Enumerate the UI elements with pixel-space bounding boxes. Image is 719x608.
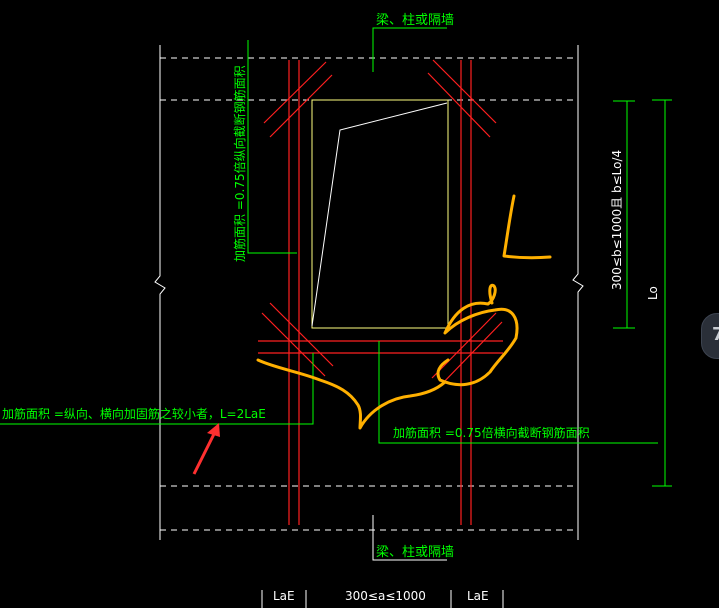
dim-a-range-label: 300≤a≤1000 [345,589,426,603]
dim-lae-right-label: LaE [467,589,489,603]
diagonal-bar-tr-2 [427,72,491,138]
annotation-lines [0,27,672,487]
handwritten-curve [256,358,447,430]
diagonal-bar-bl-1 [261,312,326,377]
left-edge-line [154,45,166,540]
diagonal-bar-br-1 [431,312,497,379]
side-panel-toggle-glyph: 7 [712,324,719,345]
top-label-leader [372,27,447,72]
left-vertical-note: 加筋面积 =0.75倍纵向截断钢筋面积 [232,65,247,262]
diagonal-bar-tl-1 [263,61,327,124]
handwritten-l-stroke [502,194,552,260]
red-arrow-shaft [192,433,216,475]
bottom-beam-label: 梁、柱或隔墙 [376,545,454,560]
opening-rectangle [311,99,449,329]
reinforcement-bars [258,59,503,525]
b-dimension-label: 300≤b≤1000且 b≤Lo/4 [610,150,624,290]
bottom-right-note: 加筋面积 =0.75倍横向截断钢筋面积 [393,425,590,440]
red-arrow-head [207,423,220,437]
handwriting-marks [256,194,552,430]
right-edge-line [572,45,584,540]
side-panel-toggle-tab[interactable]: 7 [701,313,719,359]
dim-lae-left-label: LaE [273,589,295,603]
left-note-leader [247,40,297,254]
diagonal-bar-tr-1 [432,59,497,124]
top-beam-label: 梁、柱或隔墙 [376,13,454,28]
opening-inner-white-line [311,102,448,327]
handwritten-loop [436,283,519,387]
slab-outline [154,45,584,540]
bottom-label-leader [372,515,447,561]
diagonal-bar-tl-2 [269,74,333,138]
lo-dimension-label: Lo [646,286,660,300]
right-note-leader [378,341,658,444]
diagonal-bar-bl-2 [269,302,334,367]
opening [311,99,449,329]
bottom-dimensions [261,515,504,608]
left-horizontal-note: 加筋面积 =纵向、横向加固筋之较小者，L=2LaE [2,406,266,421]
red-arrow [192,423,220,475]
diagonal-bar-br-2 [439,321,503,387]
